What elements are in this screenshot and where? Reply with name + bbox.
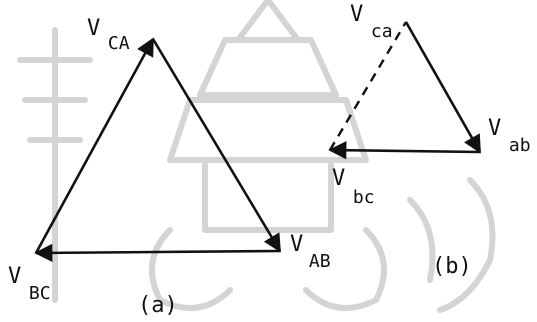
figure-a-label-v-ab: V AB xyxy=(290,232,335,271)
figure-a-arrow-bc-to-ca xyxy=(34,37,155,254)
subscript: ab xyxy=(508,135,531,156)
figure-b-label-v-ab: V ab xyxy=(488,116,533,155)
figure-b-arrow-ca-to-ab xyxy=(404,21,482,154)
subscript: BC xyxy=(28,283,51,304)
figure-b-caption: (b) xyxy=(432,254,472,279)
figure-a-label-v-bc: V BC xyxy=(8,264,53,303)
figure-b-arrow-ab-to-bc xyxy=(328,141,481,160)
figure-b-label-v-ca: V ca xyxy=(350,2,395,41)
figure-a-arrow-ab-to-bc xyxy=(34,243,281,262)
v-symbol: V xyxy=(488,116,502,141)
subscript: ca xyxy=(370,21,393,42)
figure-a-arrow-ca-to-ab xyxy=(151,38,282,253)
v-symbol: V xyxy=(87,16,101,41)
figure-a-label-v-ca: V CA xyxy=(87,16,132,53)
figure-b-label-v-bc: V bc xyxy=(332,166,377,207)
subscript: bc xyxy=(352,187,375,208)
v-symbol: V xyxy=(332,166,346,191)
figure-b-dashed-bc-to-ca xyxy=(328,21,408,151)
subscript: CA xyxy=(107,33,130,54)
v-symbol: V xyxy=(290,232,304,257)
subscript: AB xyxy=(308,251,331,272)
v-symbol: V xyxy=(350,2,364,27)
v-symbol: V xyxy=(8,264,22,289)
figure-a-caption: (a) xyxy=(138,293,178,318)
